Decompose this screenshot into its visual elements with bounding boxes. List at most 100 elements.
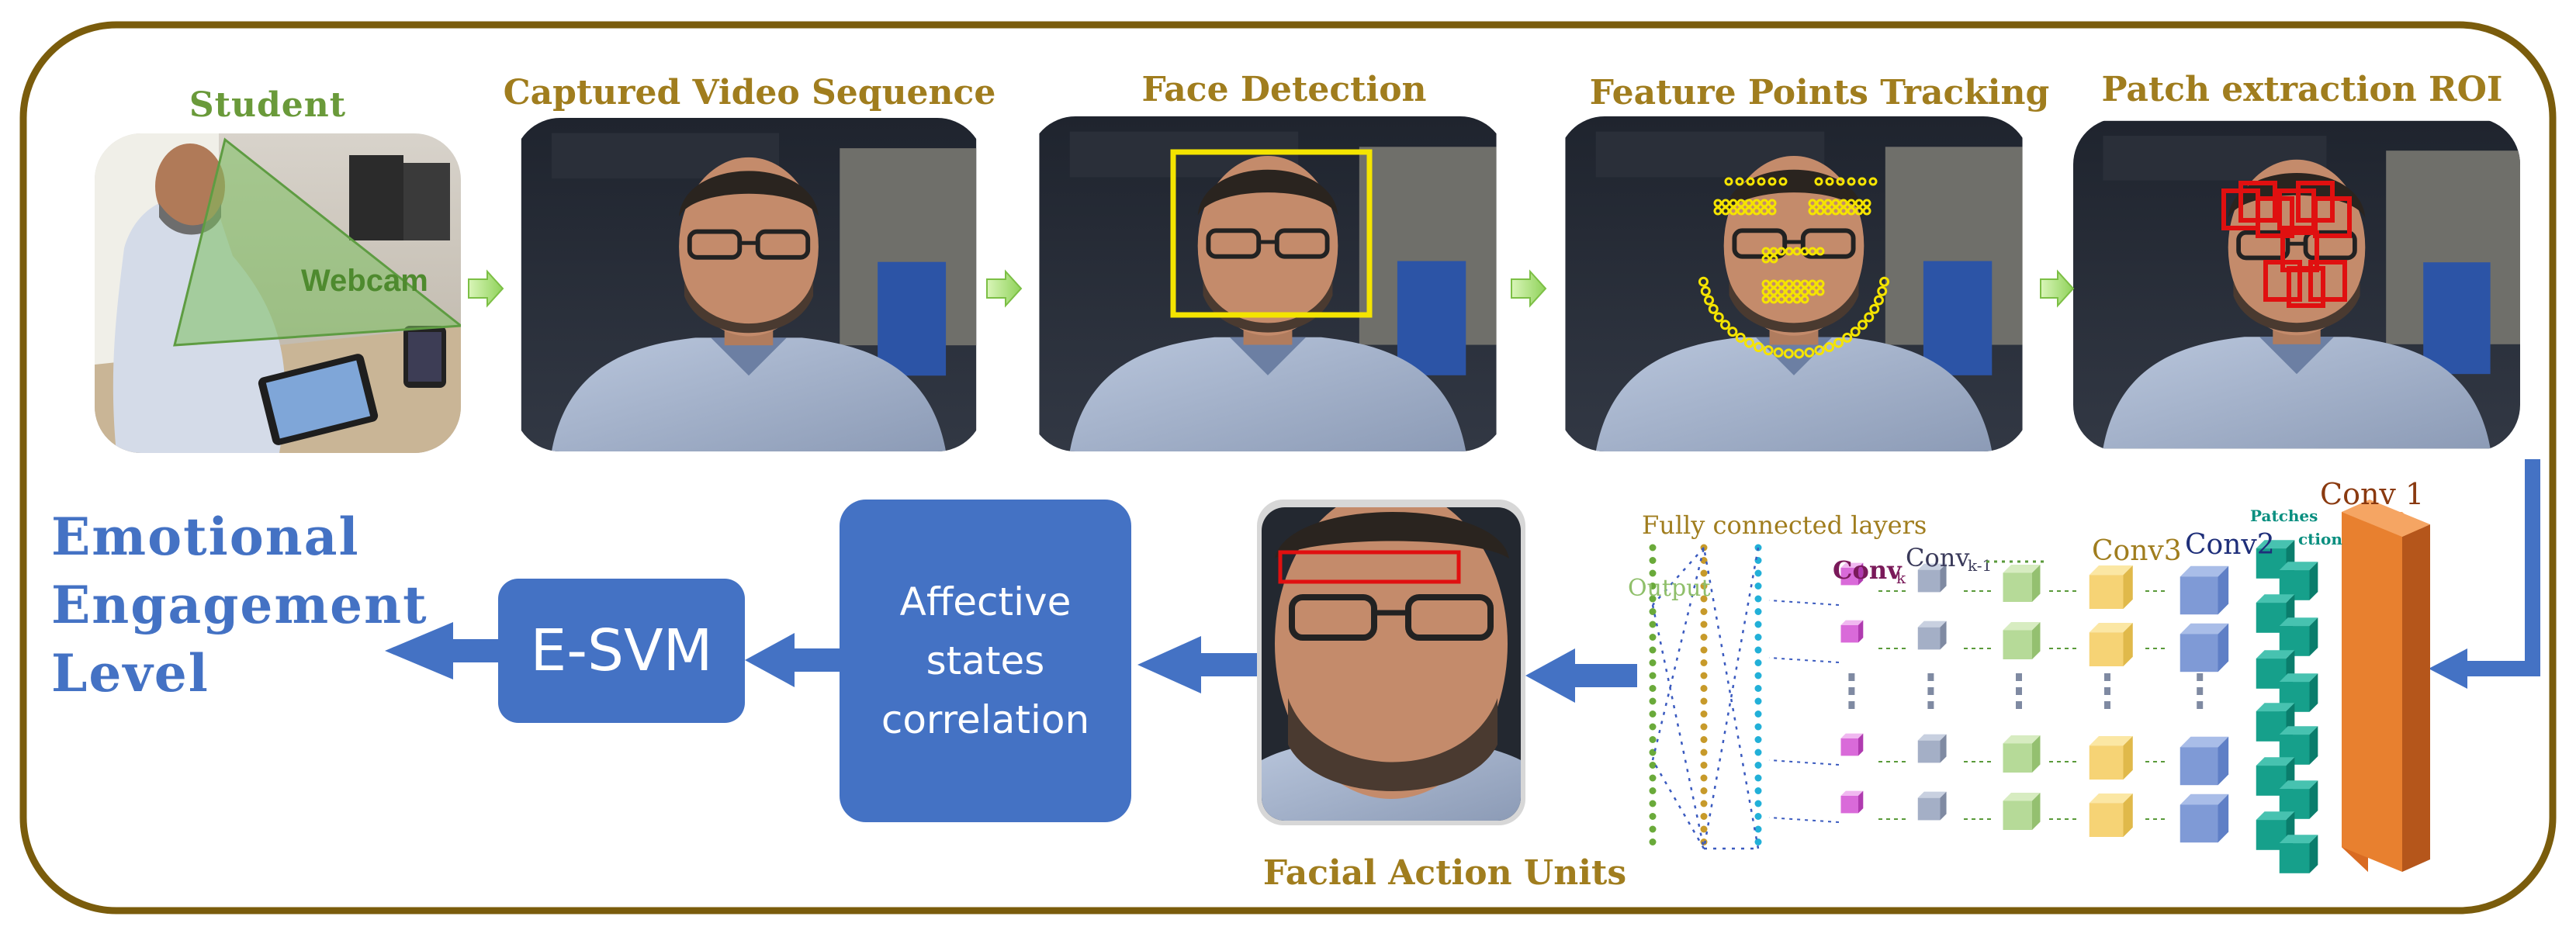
conv-cube	[2003, 735, 2041, 773]
fc-connection	[1768, 817, 1840, 823]
fc-neuron	[1700, 646, 1708, 654]
fc-neuron	[1700, 659, 1708, 666]
fc-neuron	[1649, 569, 1657, 577]
landmark-point	[1729, 199, 1738, 208]
landmark-point	[1704, 295, 1715, 306]
landmark-point	[1816, 206, 1825, 216]
engagement-line-1: Emotional	[51, 507, 360, 567]
landmark-point	[1763, 345, 1774, 356]
fc-neuron	[1754, 762, 1762, 769]
patch-cubes	[2256, 540, 2318, 873]
label-conv-k: Conv k	[1833, 555, 1906, 587]
landmark-point	[1757, 177, 1766, 186]
landmark-point	[1777, 295, 1786, 304]
arrow-affective-to-esvm	[745, 633, 843, 687]
landmark-point	[1721, 199, 1730, 208]
fc-neuron	[1649, 762, 1657, 769]
conv-cube	[2003, 565, 2041, 602]
fc-neuron	[1754, 634, 1762, 641]
landmark-point	[1847, 206, 1856, 216]
landmark-point	[1760, 199, 1769, 208]
esvm-label: E-SVM	[530, 617, 713, 684]
fc-neuron	[1649, 736, 1657, 743]
affective-line-3: correlation	[881, 697, 1090, 742]
landmark-point	[1698, 276, 1709, 287]
conv-cube	[1840, 790, 1864, 814]
fc-neuron	[1754, 569, 1762, 577]
fc-neuron	[1754, 749, 1762, 756]
landmark-point	[1735, 332, 1746, 343]
engagement-level-label: Emotional Engagement Level	[51, 503, 428, 707]
label-fully-connected: Fully connected layers	[1642, 510, 1927, 540]
ellipsis-dot	[2104, 701, 2110, 709]
fc-connection	[1652, 547, 1705, 606]
conv-cube	[2180, 623, 2229, 672]
svg-text:k-1: k-1	[1968, 556, 1992, 575]
landmark-point	[1792, 295, 1802, 304]
landmark-point	[1800, 247, 1809, 256]
landmark-point	[1777, 247, 1786, 256]
ellipsis-dot	[2016, 701, 2022, 709]
outer-frame	[19, 21, 2557, 915]
landmark-point	[1761, 287, 1771, 296]
landmark-point	[1744, 206, 1754, 216]
ellipsis-dot	[2104, 687, 2110, 695]
webcam-fov	[173, 137, 461, 347]
landmark-point	[1800, 287, 1809, 296]
ellipsis-dot	[1848, 687, 1855, 695]
fc-neuron	[1649, 711, 1657, 717]
fc-neuron	[1700, 762, 1708, 769]
landmark-point	[1778, 177, 1788, 186]
ellipsis-dot	[1848, 673, 1855, 681]
fc-neuron	[1754, 697, 1762, 705]
face-bounding-box	[1170, 149, 1373, 318]
landmark-point	[1816, 279, 1825, 289]
patch-boxes	[2221, 181, 2352, 308]
fully-connected-network	[1649, 544, 1840, 850]
conv1-slab	[2342, 500, 2430, 872]
landmark-point	[1833, 337, 1844, 348]
landmark-point	[1752, 206, 1761, 216]
conv-cube	[2089, 736, 2133, 780]
landmark-point	[1754, 341, 1764, 352]
landmark-point	[1825, 177, 1834, 186]
fc-neuron	[1649, 800, 1657, 807]
landmark-point	[1831, 206, 1840, 216]
conv-cube	[2180, 794, 2229, 843]
fc-neuron	[1649, 557, 1657, 564]
fc-neuron	[1754, 659, 1762, 666]
landmark-point	[1794, 348, 1805, 359]
landmark-point	[1847, 199, 1856, 208]
landmark-point	[1769, 254, 1778, 264]
conv-cube	[1840, 733, 1864, 756]
landmark-point	[1800, 279, 1809, 289]
landmark-point	[1777, 279, 1786, 289]
landmark-point	[1850, 327, 1861, 337]
landmark-point	[1792, 279, 1802, 289]
landmark-point	[1804, 347, 1815, 358]
conv-cube	[2003, 793, 2041, 830]
ellipsis-dot	[2016, 673, 2022, 681]
arrow-esvm-to-engagement	[385, 622, 501, 679]
ellipsis-dot	[1927, 687, 1934, 695]
landmark-point	[1785, 287, 1794, 296]
fc-neuron	[1754, 621, 1762, 628]
landmark-point	[1816, 247, 1825, 256]
fc-connection	[1768, 657, 1840, 663]
fc-neuron	[1649, 813, 1657, 820]
landmark-point	[1736, 206, 1746, 216]
landmark-point	[1847, 177, 1856, 186]
fc-neuron	[1700, 723, 1708, 731]
label-patch-extraction: Patch extraction ROI	[2101, 70, 2502, 109]
landmark-point	[1785, 295, 1794, 304]
fc-connection	[1651, 604, 1705, 849]
fc-neuron	[1700, 813, 1708, 820]
fc-neuron	[1754, 736, 1762, 743]
landmark-point	[1769, 295, 1778, 304]
landmark-point	[1761, 279, 1771, 289]
fc-neuron	[1649, 825, 1657, 833]
conv-cube	[1917, 791, 1947, 821]
landmark-point	[1761, 247, 1771, 256]
landmark-point	[1854, 199, 1864, 208]
fc-neuron	[1649, 838, 1657, 845]
